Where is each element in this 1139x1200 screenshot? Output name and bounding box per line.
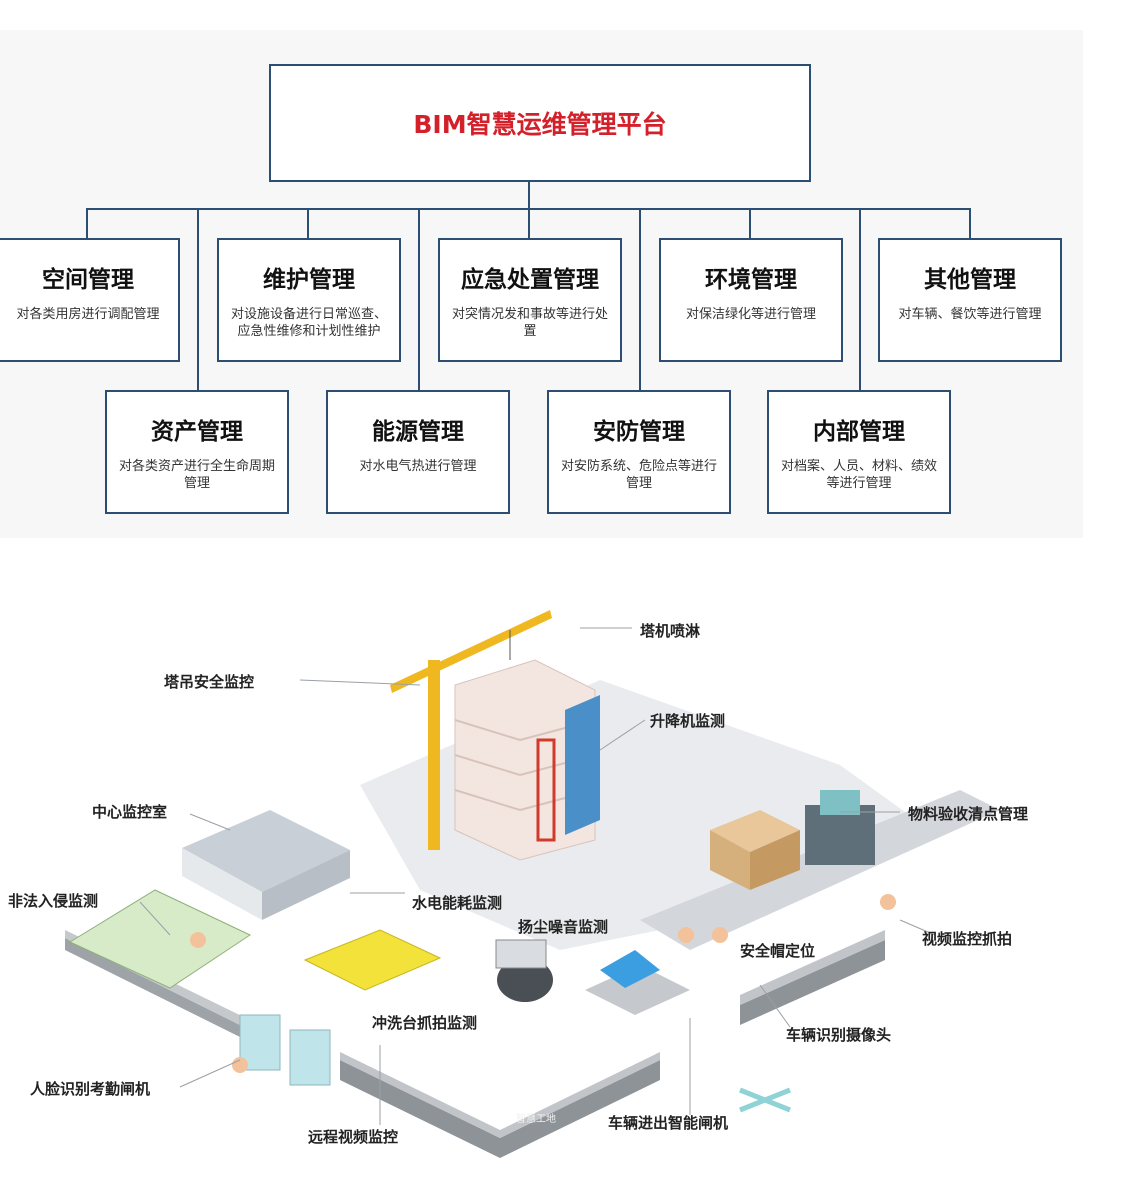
forklift-cab xyxy=(820,790,860,815)
pipe-end xyxy=(497,958,553,1002)
building-frame xyxy=(454,659,596,861)
crane-jib xyxy=(390,610,552,693)
wall-right-top xyxy=(740,930,885,1005)
module-desc: 对保洁绿化等进行管理 xyxy=(685,307,816,322)
label-face-gate: 人脸识别考勤闸机 xyxy=(30,1080,151,1098)
platform-title-box: BIM智慧运维管理平台 xyxy=(269,64,811,182)
label-material: 物料验收清点管理 xyxy=(908,805,1029,823)
worker-icon-2 xyxy=(232,1057,248,1073)
face-gate-2 xyxy=(289,1029,331,1086)
connector-drop-7 xyxy=(418,208,420,391)
module-desc: 对各类用房进行调配管理 xyxy=(16,307,160,322)
module-desc: 对安防系统、危险点等进行管理 xyxy=(560,459,717,491)
label-plate-cam: 车辆识别摄像头 xyxy=(786,1026,892,1044)
module-box-internal: 内部管理 对档案、人员、材料、绩效等进行管理 xyxy=(767,390,951,514)
worker-icon-1 xyxy=(190,932,206,948)
label-crane-spray: 塔机喷淋 xyxy=(640,622,701,640)
label-energy: 水电能耗监测 xyxy=(412,894,503,912)
module-title: 环境管理 xyxy=(705,267,797,293)
control-room-wall-right xyxy=(262,850,350,920)
label-crane-safety: 塔吊安全监控 xyxy=(164,673,255,691)
label-elevator: 升降机监测 xyxy=(650,712,726,730)
module-title: 安防管理 xyxy=(593,419,685,445)
pallet-side xyxy=(710,830,750,890)
connector-drop-4 xyxy=(749,208,751,239)
connector-drop-9 xyxy=(859,208,861,391)
module-title: 应急处置管理 xyxy=(461,267,599,293)
module-desc: 对档案、人员、材料、绩效等进行管理 xyxy=(780,459,937,491)
crane-tower xyxy=(428,660,440,850)
pallet-top xyxy=(710,810,800,852)
connector-drop-1 xyxy=(86,208,88,239)
module-title: 其他管理 xyxy=(924,267,1016,293)
label-vehicle-gate: 车辆进出智能闸机 xyxy=(608,1114,729,1132)
module-title: 能源管理 xyxy=(372,419,464,445)
worker-icon-3 xyxy=(678,927,694,943)
module-box-environment: 环境管理 对保洁绿化等进行管理 xyxy=(659,238,843,362)
pallet-front xyxy=(750,830,800,890)
smart-site-illustration: 智慧工地 xyxy=(65,610,1000,1158)
wash-platform xyxy=(303,929,442,991)
worker-icon-4 xyxy=(712,927,728,943)
connector-drop-8 xyxy=(639,208,641,391)
truck-bed xyxy=(585,965,690,1015)
worker-icon-5 xyxy=(880,894,896,910)
label-remote-video: 远程视频监控 xyxy=(308,1128,399,1146)
module-title: 空间管理 xyxy=(42,267,134,293)
module-title: 内部管理 xyxy=(813,419,905,445)
label-video-capture: 视频监控抓拍 xyxy=(922,930,1013,948)
control-room-roof xyxy=(182,810,350,892)
module-box-maintenance: 维护管理 对设施设备进行日常巡查、应急性维修和计划性维护 xyxy=(217,238,401,362)
module-desc: 对车辆、餐饮等进行管理 xyxy=(898,307,1042,322)
module-title: 资产管理 xyxy=(151,419,243,445)
module-box-emergency: 应急处置管理 对突情况发和事故等进行处置 xyxy=(438,238,622,362)
hoist-frame xyxy=(536,738,556,842)
wall-sign-text: 智慧工地 xyxy=(516,1112,556,1125)
leader-lines xyxy=(139,627,936,1125)
label-helmet: 安全帽定位 xyxy=(740,942,816,960)
wall-front xyxy=(340,1060,660,1158)
traffic-arrows-icon xyxy=(739,1087,791,1113)
module-desc: 对突情况发和事故等进行处置 xyxy=(451,307,608,339)
control-room-wall-left xyxy=(182,848,262,920)
connector-drop-3 xyxy=(528,208,530,239)
module-box-security: 安防管理 对安防系统、危险点等进行管理 xyxy=(547,390,731,514)
module-box-energy: 能源管理 对水电气热进行管理 xyxy=(326,390,510,514)
platform-title: BIM智慧运维管理平台 xyxy=(413,110,667,139)
connector-drop-2 xyxy=(307,208,309,239)
module-box-asset: 资产管理 对各类资产进行全生命周期管理 xyxy=(105,390,289,514)
dust-monitor-board xyxy=(495,939,547,969)
wall-left xyxy=(65,938,250,1042)
connector-drop-5 xyxy=(969,208,971,239)
module-box-space: 空间管理 对各类用房进行调配管理 xyxy=(0,238,180,362)
label-dust: 扬尘噪音监测 xyxy=(518,918,609,936)
connector-root-stem xyxy=(528,180,530,209)
module-desc: 对各类资产进行全生命周期管理 xyxy=(118,459,275,491)
connector-drop-6 xyxy=(197,208,199,391)
label-control-room: 中心监控室 xyxy=(92,803,168,821)
wall-right xyxy=(740,940,885,1025)
truck-load xyxy=(600,950,660,988)
lawn xyxy=(68,889,252,989)
module-desc: 对水电气热进行管理 xyxy=(359,459,477,474)
label-intrusion: 非法入侵监测 xyxy=(8,892,99,910)
module-desc: 对设施设备进行日常巡查、应急性维修和计划性维护 xyxy=(230,307,387,339)
module-title: 维护管理 xyxy=(263,267,355,293)
module-box-other: 其他管理 对车辆、餐饮等进行管理 xyxy=(878,238,1062,362)
elevator-shaft xyxy=(565,695,600,835)
road xyxy=(640,790,1000,950)
label-wash: 冲洗台抓拍监测 xyxy=(372,1014,478,1032)
